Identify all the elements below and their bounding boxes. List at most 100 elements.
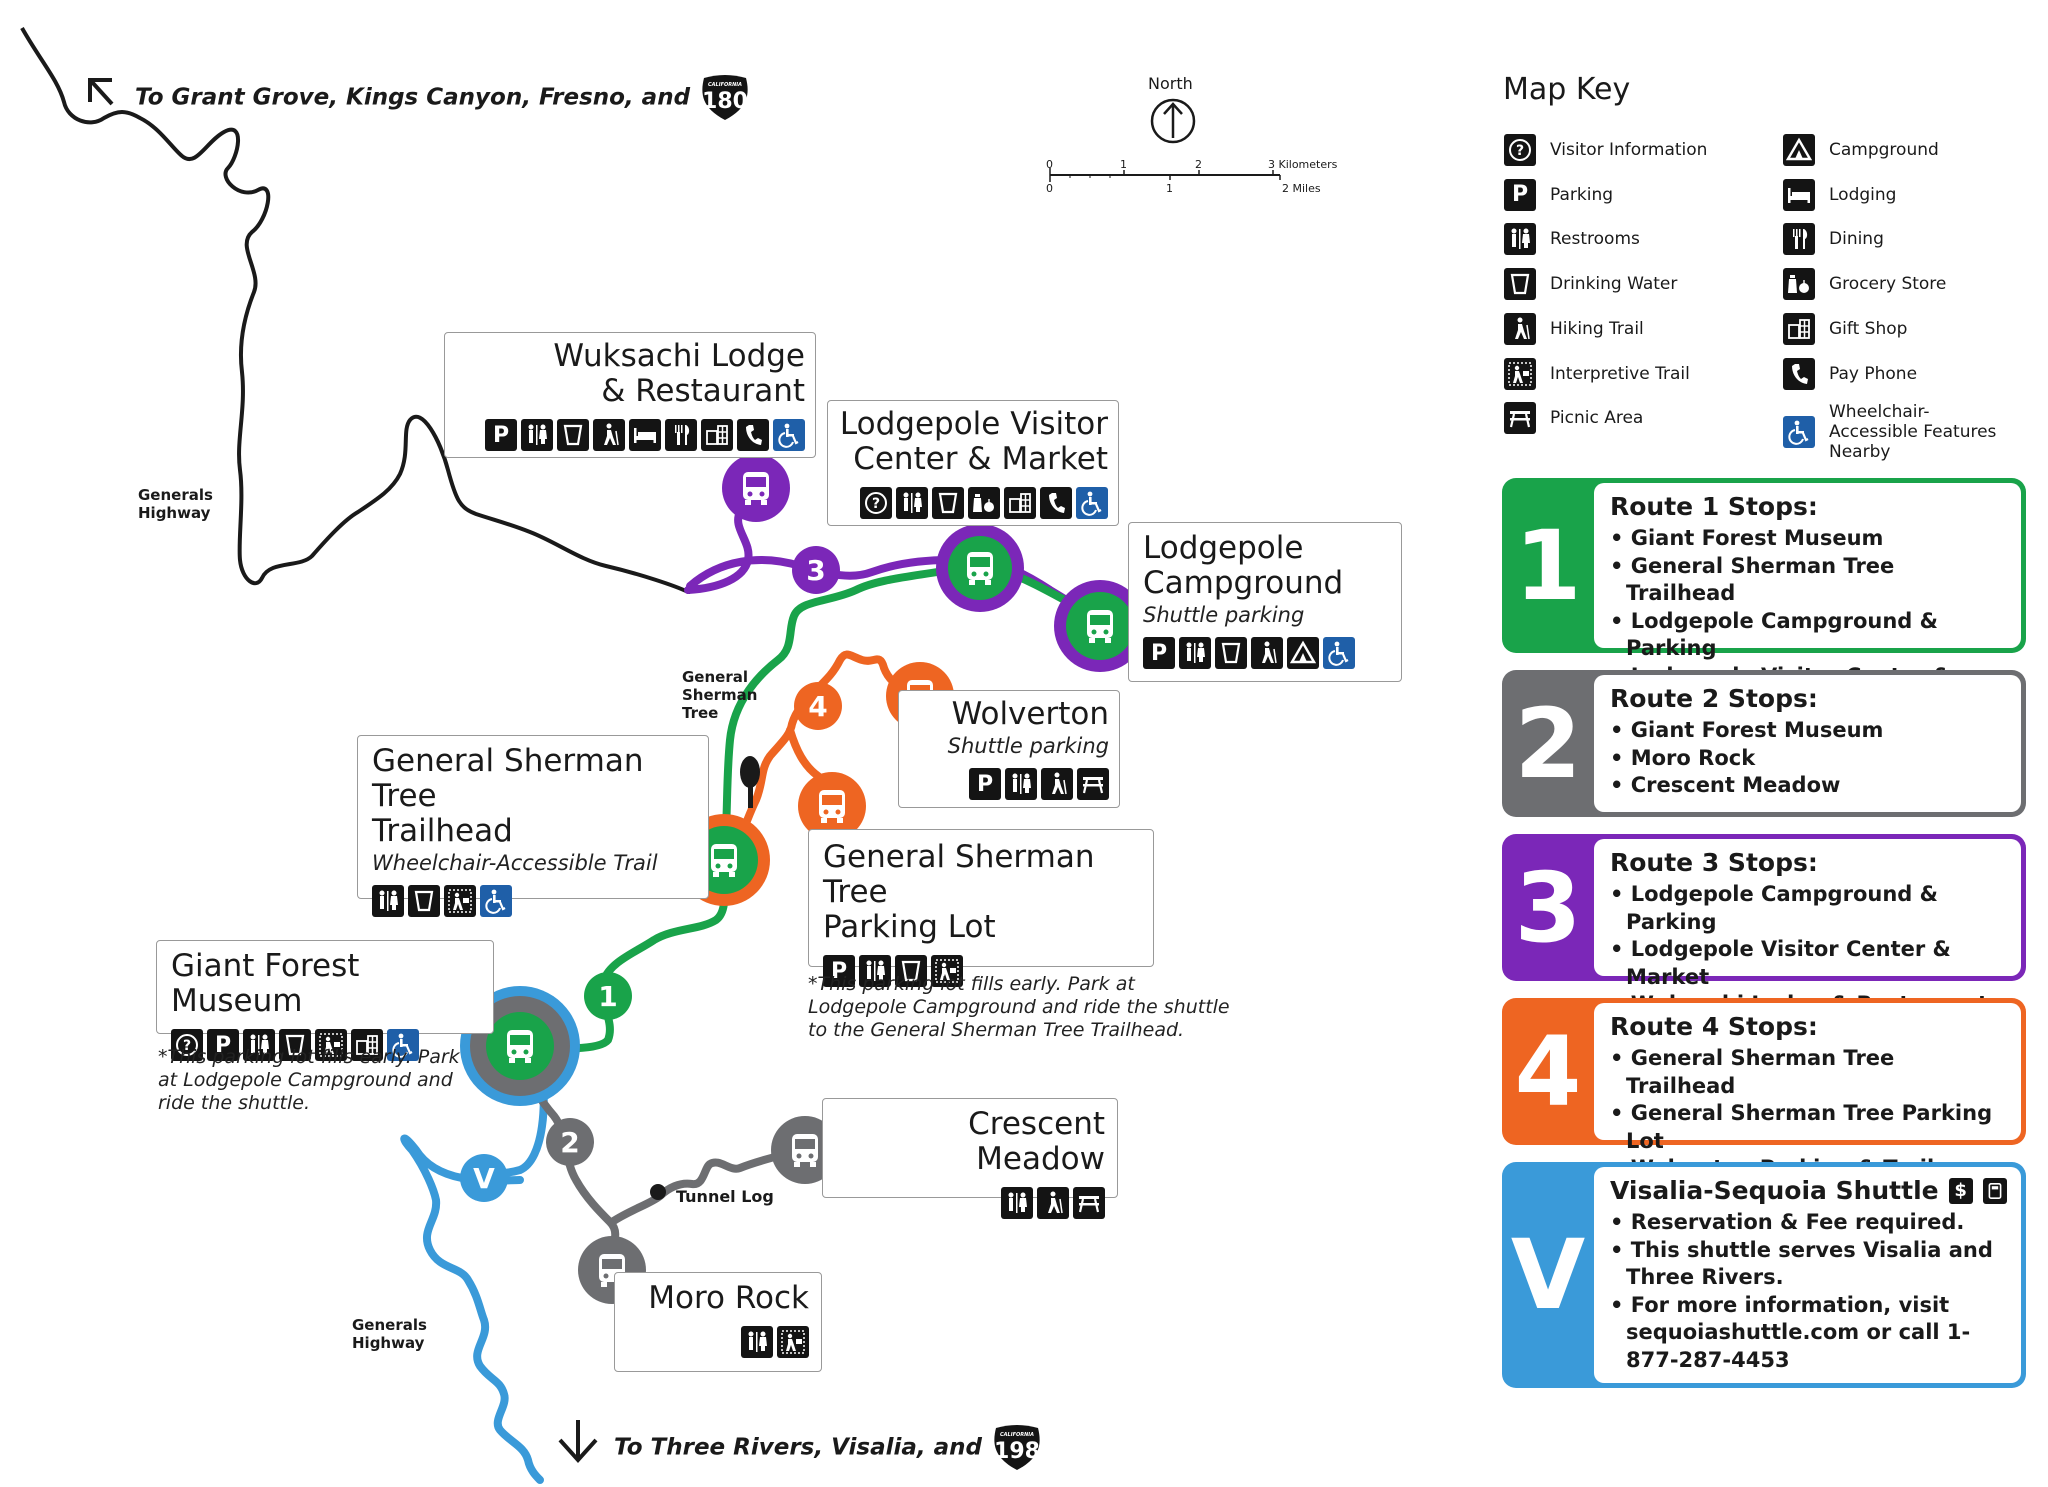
dining-icon (1783, 223, 1815, 256)
interpretive-trail-icon (444, 885, 476, 917)
note-giant-forest: *This parking lot fills early. Park at L… (158, 1046, 460, 1114)
grocery-store-icon (968, 487, 1000, 519)
drinking-water-icon (1504, 268, 1536, 301)
hiking-trail-icon (1037, 1187, 1069, 1219)
interpretive-trail-icon (315, 1029, 347, 1061)
route-card-stop: Lodgepole Campground & Parking (1610, 881, 2009, 936)
pay-phone-icon (737, 419, 769, 451)
route-marker-1[interactable]: 1 (584, 972, 632, 1020)
label-tunnel-log: Tunnel Log (676, 1187, 774, 1206)
key-item-interpretive-trail: Interpretive Trail (1504, 357, 1690, 390)
visitor-info-icon: ? (860, 487, 892, 519)
stop-icons-giant-forest: ?P (171, 1029, 479, 1061)
stop-title-wolverton: Wolverton (951, 696, 1109, 732)
key-item-drinking-water: Drinking Water (1504, 268, 1678, 301)
stop-box-wolverton[interactable]: Wolverton Shuttle parking P (898, 690, 1120, 808)
stop-title-sherman-parking-2: Parking Lot (823, 909, 996, 945)
route-card-body: Route 3 Stops:Lodgepole Campground & Par… (1594, 839, 2021, 1016)
route-card-body: Route 2 Stops:Giant Forest MuseumMoro Ro… (1594, 675, 2021, 812)
destination-south: To Three Rivers, Visalia, and CALIFORNIA… (614, 1424, 1044, 1472)
route-card-title-text: Route 1 Stops: (1610, 492, 1818, 521)
route-card-stop: Lodgepole Visitor Center & Market (1610, 936, 2009, 991)
route-marker-2-label: 2 (560, 1126, 579, 1159)
drinking-water-icon (895, 955, 927, 987)
picnic-area-icon (1077, 768, 1109, 800)
route-marker-2[interactable]: 2 (546, 1118, 594, 1166)
label-generals-highway-north: Generals Highway (138, 486, 213, 522)
dining-icon (665, 419, 697, 451)
route-card-stop-list: General Sherman Tree TrailheadGeneral Sh… (1610, 1045, 2009, 1183)
stop-icons-lodgepole-visitor: ? (838, 487, 1108, 519)
scale-mi-0: 0 (1046, 182, 1053, 195)
arrow-south-icon (558, 1420, 598, 1463)
campground-icon (1287, 637, 1319, 669)
stop-marker-lodgepole-campground[interactable] (1054, 580, 1146, 672)
restrooms-icon (1504, 223, 1536, 256)
route-card-stop: Reservation & Fee required. (1610, 1209, 2009, 1237)
stop-marker-wuksachi[interactable] (722, 454, 790, 522)
lodging-icon (1783, 178, 1815, 211)
route-card-body: Route 4 Stops:General Sherman Tree Trail… (1594, 1003, 2021, 1180)
key-item-hiking-trail: Hiking Trail (1504, 312, 1644, 345)
route-card-stop: General Sherman Tree Parking Lot (1610, 1100, 2009, 1155)
gift-shop-icon (1004, 487, 1036, 519)
stop-icons-wuksachi: P (455, 419, 805, 451)
label-generals-highway-south: Generals Highway (352, 1316, 427, 1352)
stop-title-moro-rock: Moro Rock (648, 1280, 809, 1316)
label-general-sherman-tree: General Sherman Tree (682, 668, 758, 722)
route-marker-3[interactable]: 3 (792, 546, 840, 594)
route-v-line (400, 1056, 548, 1484)
scale-mi-1: 1 (1166, 182, 1173, 195)
stop-icons-sherman-trailhead (372, 885, 694, 917)
route-card-title: Visalia-Sequoia Shuttle$ (1610, 1175, 2009, 1207)
visitor-info-icon: ? (171, 1029, 203, 1061)
route-marker-3-label: 3 (806, 554, 825, 587)
stop-box-giant-forest[interactable]: Giant Forest Museum ?P (156, 940, 494, 1061)
stop-box-crescent-meadow[interactable]: Crescent Meadow (822, 1098, 1118, 1219)
hiking-trail-icon (1041, 768, 1073, 800)
stop-marker-lodgepole-visitor[interactable] (936, 524, 1024, 612)
stop-icons-wolverton: P (909, 768, 1109, 800)
stop-box-sherman-parking[interactable]: General Sherman Tree Parking Lot P (808, 829, 1154, 987)
route-card-number: 3 (1514, 851, 1582, 964)
scale-km-2: 2 (1195, 158, 1202, 171)
key-item-label: Parking (1550, 184, 1614, 205)
destination-north: To Grant Grove, Kings Canyon, Fresno, an… (135, 74, 752, 122)
route-card-stop: Giant Forest Museum (1610, 525, 2009, 553)
route-marker-v[interactable]: V (460, 1154, 508, 1202)
wheelchair-icon (1323, 637, 1355, 669)
stop-title-wuksachi-1: Wuksachi Lodge (553, 338, 805, 374)
key-item-label: Drinking Water (1550, 274, 1678, 295)
hiking-trail-icon (593, 419, 625, 451)
svg-text:?: ? (872, 496, 880, 512)
drinking-water-icon (932, 487, 964, 519)
route-card-title: Route 2 Stops: (1610, 683, 2009, 715)
parking-icon: P (823, 955, 855, 987)
stop-box-sherman-trailhead[interactable]: General Sherman Tree Trailhead Wheelchai… (357, 735, 709, 917)
stop-box-lodgepole-visitor[interactable]: Lodgepole Visitor Center & Market ? (827, 400, 1119, 526)
restrooms-icon (372, 885, 404, 917)
restrooms-icon (1179, 637, 1211, 669)
stop-marker-sherman-parking[interactable] (798, 772, 866, 840)
shield-180-state: CALIFORNIA (708, 82, 742, 88)
restrooms-icon (859, 955, 891, 987)
scale-km-3: 3 Kilometers (1268, 158, 1338, 171)
restrooms-icon (741, 1326, 773, 1358)
stop-icons-moro-rock (627, 1326, 809, 1358)
stop-box-moro-rock[interactable]: Moro Rock (614, 1272, 822, 1372)
highway-180-shield-icon: CALIFORNIA 180 (702, 75, 748, 120)
stop-title-lodgepole-visitor-2: Center & Market (853, 441, 1108, 477)
stop-title-sherman-trailhead-1: General Sherman Tree (372, 743, 644, 814)
route-card-title: Route 4 Stops: (1610, 1011, 2009, 1043)
note-sherman-parking: *This parking lot fills early. Park at L… (808, 973, 1230, 1041)
route-marker-4[interactable]: 4 (794, 682, 842, 730)
stop-box-lodgepole-campground[interactable]: Lodgepole Campground Shuttle parking P (1128, 522, 1402, 682)
parking-icon: P (1143, 637, 1175, 669)
stop-box-wuksachi[interactable]: Wuksachi Lodge & Restaurant P (444, 332, 816, 458)
